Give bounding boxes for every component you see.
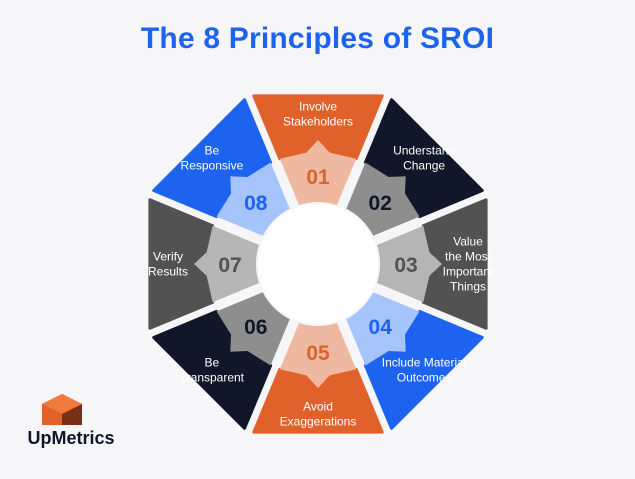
principle-label-line: Responsive xyxy=(181,158,244,172)
principle-number: 03 xyxy=(394,254,417,277)
principle-number: 02 xyxy=(369,192,392,215)
principle-inner-sector xyxy=(194,225,259,303)
principle-label-line: Outcomes xyxy=(397,371,452,385)
principle-label-line: Avoid xyxy=(303,400,333,414)
principle-label-line: the Most xyxy=(445,250,492,264)
principle-label-line: Understand xyxy=(393,143,455,157)
principle-inner-sector xyxy=(346,162,420,236)
principle-label-line: Value xyxy=(453,235,483,249)
principle-inner-sector xyxy=(279,140,357,205)
principle-number: 06 xyxy=(244,316,267,339)
principle-label-line: Results xyxy=(148,265,188,279)
principle-label-line: Things xyxy=(450,280,486,294)
principle-label-line: Change xyxy=(403,158,445,172)
principle-number: 08 xyxy=(244,192,268,215)
principle-inner-sector xyxy=(216,162,290,236)
page-title: The 8 Principles of SROI xyxy=(140,22,495,55)
principle-inner-sector xyxy=(279,323,357,388)
principle-label-line: Include Material xyxy=(382,356,467,370)
principle-label-line: Verify xyxy=(153,250,183,264)
principle-inner-sector xyxy=(346,292,420,366)
principle-number: 05 xyxy=(306,342,330,365)
upmetrics-logo-icon xyxy=(42,394,82,425)
principle-number: 04 xyxy=(369,316,393,339)
principle-inner-sector xyxy=(377,225,442,303)
principle-label-line: Exaggerations xyxy=(280,415,357,429)
brand-name: UpMetrics xyxy=(27,428,115,448)
principle-label-line: Involve xyxy=(299,100,337,114)
center-circle xyxy=(258,204,378,324)
principle-number: 07 xyxy=(218,254,241,277)
principle-number: 01 xyxy=(306,166,330,189)
principle-label-line: Be xyxy=(205,356,220,370)
principle-label-line: Be xyxy=(205,143,220,157)
principle-label-line: Stakeholders xyxy=(283,115,353,129)
principle-inner-sector xyxy=(216,292,290,366)
principle-label-line: Transparent xyxy=(180,371,245,385)
principle-label-line: Important xyxy=(443,265,494,279)
